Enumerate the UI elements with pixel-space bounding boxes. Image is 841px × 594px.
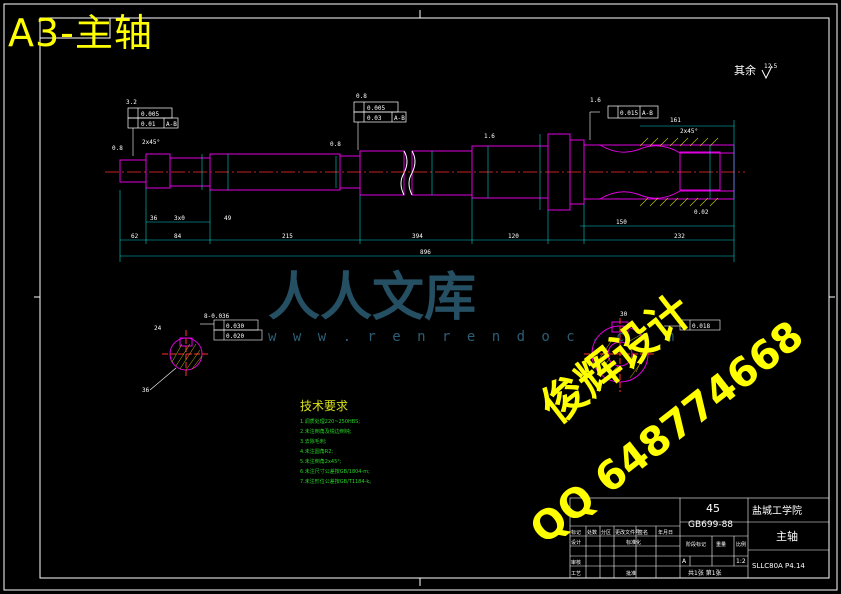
section-left-hatch [171,343,203,371]
section-left-tol-a: 8-0.036 [204,313,230,320]
sheet-info: 共1张 第1张 [688,569,722,577]
tol-4: 0.005 [367,105,385,112]
standard-value: GB699-88 [688,520,733,530]
roughness-value: 12.5 [764,63,778,70]
bore-section [599,144,734,200]
section-left-pos1: 0.030 [226,323,244,330]
tech-requirement-item: 4.未注圆角R2; [300,449,334,455]
drawing-number: SLLC80A P4.14 [752,562,805,570]
dim-232: 232 [674,233,685,240]
tb-label-count: 处数 [587,529,597,536]
section-view-right [584,318,656,392]
site-watermark-url: w w w . r e n r e n d o c . c o m [268,329,679,345]
section-left-pos2: 0.020 [226,333,244,340]
dim-161: 161 [670,117,681,124]
section-right-hatch [595,333,647,379]
outer-border [3,3,838,591]
tech-requirement-item: 2.未注倒角及锐边倒钝; [300,429,352,435]
tech-requirement-item: 3.去除毛刺; [300,439,327,445]
tb-label-sign: 签名 [638,529,648,536]
hatching [639,137,719,207]
section-view-left [162,330,210,378]
angle-1: 0.8 [112,145,123,152]
material-value: 45 [706,502,720,515]
ra-3: 1.6 [590,97,601,104]
ra-1: 3.2 [126,99,137,106]
tol-2: 0.01 [141,121,156,128]
tb-label-design: 设计 [571,539,581,546]
datum-2: A-B [394,115,405,122]
dim-150: 150 [616,219,627,226]
dim-84: 84 [174,233,182,240]
dimension-lines [119,120,735,262]
dim-36: 36 [150,215,158,222]
tb-label-mark: 标记 [571,529,581,536]
tb-label-date: 年月日 [658,529,673,536]
section-left-w: 24 [154,325,162,332]
tol-5: 0.03 [367,115,382,122]
tb-label-scale: 比例 [736,541,746,548]
drawing-title: A3-主轴 [8,11,153,55]
tb-label-zone: 分区 [601,529,611,536]
scale-value: 1:2 [736,558,746,565]
tb-label-review: 审核 [571,559,581,566]
dim-groove: 3x0 [174,215,185,222]
part-name: 主轴 [776,529,798,543]
tech-requirement-item: 1.调质处理220~250HBS; [300,419,361,425]
tech-requirement-item: 5.未注倒角2x45°; [300,459,342,465]
title-block-grid [569,497,830,579]
section-right-tol: 0.018 [692,323,710,330]
roughness-note: 其余 [734,63,756,77]
drawing-number-box [39,17,111,39]
dim-chamfer-left: 2x45° [142,139,160,146]
tb-label-std: 标准化 [626,539,641,546]
dim-215: 215 [282,233,293,240]
angle-3: 0.8 [330,141,341,148]
tb-label-change: 更改文件号 [615,529,640,536]
school-name: 盐城工学院 [752,504,802,517]
tech-requirement-item: 6.未注尺寸公差按GB/1804-m; [300,469,370,475]
section-right-w: 30 [620,311,628,318]
datum-1: A-B [166,121,177,128]
dim-chamfer-right: 2x45° [680,128,698,135]
tech-requirement-item: 7.未注形位公差按GB/T1184-k。 [300,479,375,485]
dim-total: 896 [420,249,431,256]
tol-6: 0.015 [620,110,638,117]
ra-2: 0.8 [356,93,367,100]
dim-120: 120 [508,233,519,240]
datum-3: A-B [642,110,653,117]
dim-49: 49 [224,215,232,222]
dim-62: 62 [131,233,139,240]
dim-394: 394 [412,233,423,240]
stage-value: A [682,558,687,565]
site-watermark: 人人文库 w w w . r e n r e n d o c . c o m [268,255,674,355]
inner-border [39,17,830,579]
flatness-value: 0.02 [694,209,709,216]
tech-requirements-heading: 技术要求 [300,399,349,413]
angle-2: 1.6 [484,133,495,140]
tb-label-weight: 重量 [716,541,726,548]
tolerance-frames [127,101,659,129]
tol-1: 0.005 [141,111,159,118]
roughness-symbol-icon [761,65,773,80]
tb-label-process: 工艺 [571,571,581,577]
section-right-frames [664,319,721,331]
section-left-h: 36 [142,387,150,394]
tb-label-stage: 阶段标记 [686,541,706,548]
section-left-frames [149,319,263,391]
site-watermark-name: 人人文库 [268,267,477,328]
tb-label-approve: 批准 [626,570,636,577]
leader-lines [132,111,600,156]
